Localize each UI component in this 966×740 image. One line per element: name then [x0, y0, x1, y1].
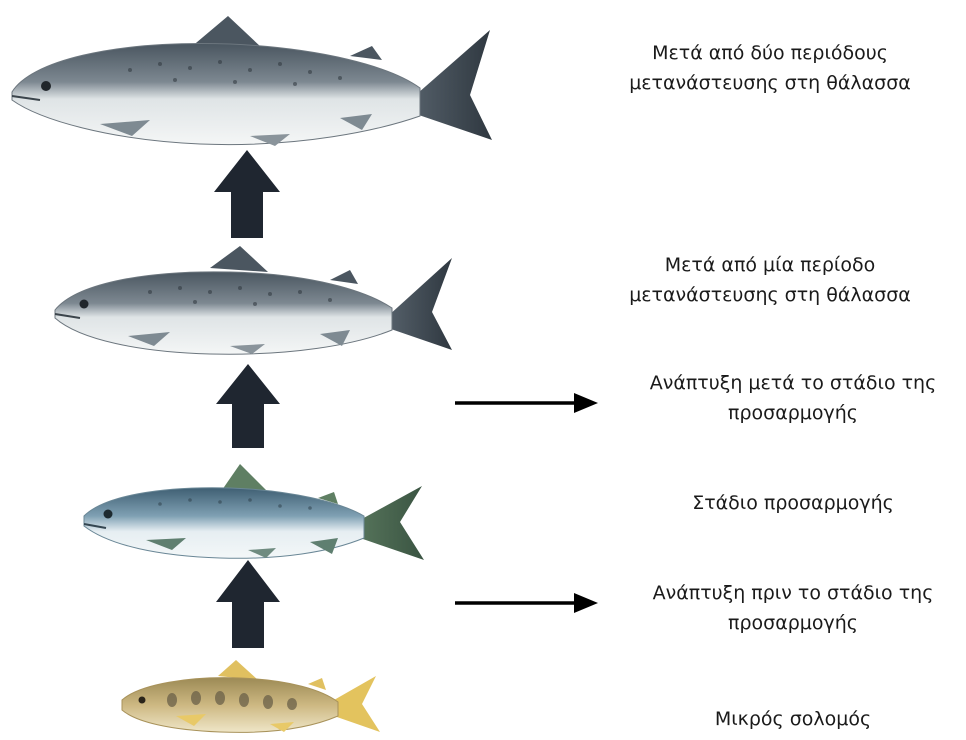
label-line: προσαρμογής	[628, 608, 958, 638]
stage-label-pre-smolt: Ανάπτυξη πριν το στάδιο της προσαρμογής	[628, 578, 958, 638]
adult-salmon-one-sea-icon	[55, 246, 452, 354]
label-line: μετανάστευσης στη θάλασσα	[600, 68, 940, 98]
right-arrow-icon	[455, 593, 598, 613]
label-line: Ανάπτυξη πριν το στάδιο της	[628, 578, 958, 608]
up-arrow-icon	[216, 364, 280, 448]
adult-salmon-two-sea-icon	[12, 16, 492, 146]
label-line: Μετά από δύο περιόδους	[600, 38, 940, 68]
label-line: Στάδιο προσαρμογής	[628, 488, 958, 518]
right-arrow-icon	[455, 393, 598, 413]
parr-salmon-icon	[122, 660, 380, 732]
smolt-salmon-icon	[84, 464, 424, 560]
stage-label-parr: Μικρός σολομός	[628, 704, 958, 734]
stage-label-two-sea: Μετά από δύο περιόδους μετανάστευσης στη…	[600, 38, 940, 98]
label-line: μετανάστευσης στη θάλασσα	[600, 280, 940, 310]
up-arrow-icon	[216, 560, 280, 648]
label-line: Ανάπτυξη μετά το στάδιο της	[628, 368, 958, 398]
up-arrow-icon	[214, 150, 280, 238]
label-line: Μετά από μία περίοδο	[600, 250, 940, 280]
stage-label-smolt: Στάδιο προσαρμογής	[628, 488, 958, 518]
label-line: προσαρμογής	[628, 398, 958, 428]
stage-label-one-sea: Μετά από μία περίοδο μετανάστευσης στη θ…	[600, 250, 940, 310]
stage-label-post-smolt: Ανάπτυξη μετά το στάδιο της προσαρμογής	[628, 368, 958, 428]
label-line: Μικρός σολομός	[628, 704, 958, 734]
